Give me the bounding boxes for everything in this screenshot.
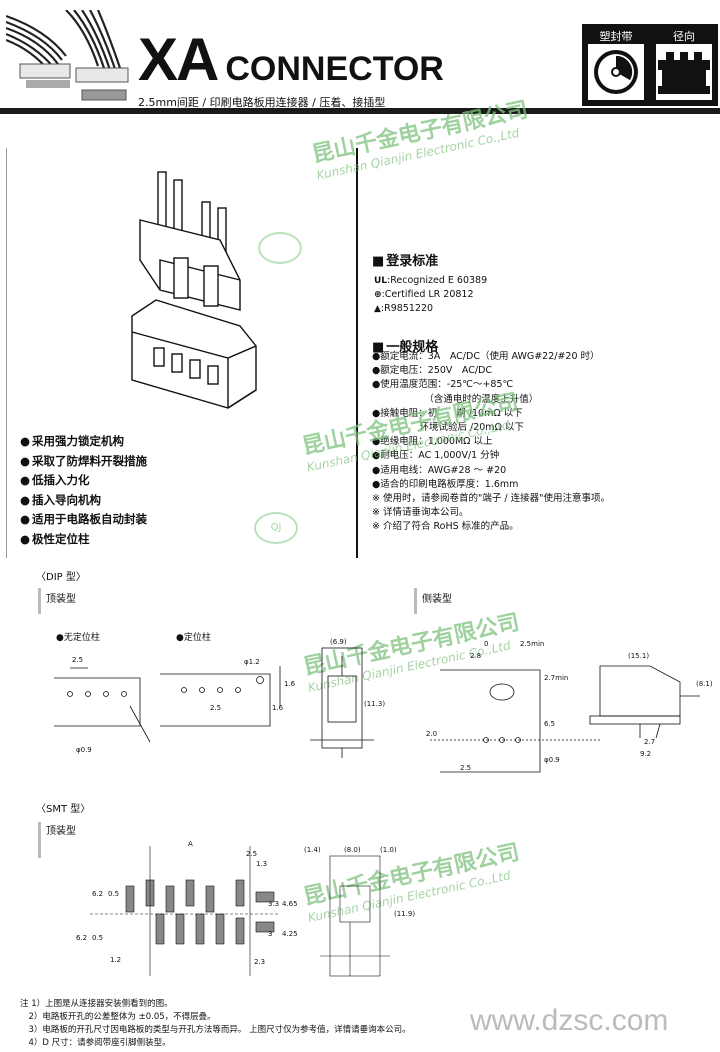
feature-item: 低插入力化	[20, 471, 147, 491]
dim-label: (15.1)	[628, 652, 649, 660]
dim-label: (8.1)	[696, 680, 713, 688]
dim-label: 2.0	[426, 730, 437, 738]
dim-label: 6.5	[544, 720, 555, 728]
dim-label: φ0.9	[544, 756, 560, 764]
spec-line: 环境试验后 /20mΩ 以下	[372, 422, 524, 434]
standard-item: ▲:R9851220	[374, 303, 434, 315]
dim-label: (8.0)	[344, 846, 361, 854]
feature-item: 采用强力锁定机构	[20, 432, 147, 452]
spec-line: ●适合的印刷电路板厚度：1.6mm	[372, 478, 519, 490]
dim-label: 4.25	[282, 930, 298, 938]
spec-line: ●接触电阻：初 期 /10mΩ 以下	[372, 407, 523, 419]
section-bar	[414, 588, 417, 614]
dip-side-label: 侧装型	[422, 594, 452, 605]
dim-label: 6.2	[76, 934, 87, 942]
feature-item: 适用于电路板自动封装	[20, 510, 147, 530]
note-line: 4）D 尺寸：请参阅带座引脚侧装型。	[20, 1038, 171, 1048]
standard-item: ⊕:Certified LR 20812	[374, 289, 474, 301]
spec-line: ●额定电流：3A AC/DC（使用 AWG#22/#20 时）	[372, 351, 600, 362]
standard-item: UL:Recognized E 60389	[374, 275, 488, 286]
dim-label: 2.5	[210, 704, 221, 712]
watermark-logo	[258, 232, 302, 264]
dim-label: 0.5	[92, 934, 103, 942]
dip-drawings: 2.5 φ0.9 φ1.2 1.6 2.5 1.6 (6.9) (11.3) 2…	[54, 638, 713, 773]
packaging-radial-box: 径向	[650, 24, 718, 106]
spec-line: （含通电时的温度上升值）	[372, 393, 539, 405]
connector-illustration	[110, 160, 270, 440]
dim-label: 2.5min	[520, 640, 544, 648]
standards-list: UL:Recognized E 60389 ⊕:Certified LR 208…	[374, 274, 487, 317]
spec-line: ●绝缘电阻：1,000MΩ 以上	[372, 436, 493, 448]
dim-label: 1.2	[110, 956, 121, 964]
feature-item: 插入导向机构	[20, 491, 147, 511]
spec-line: ●使用温度范围：-25℃～+85℃	[372, 379, 514, 391]
note-line: 3）电路板的开孔尺寸因电路板的类型与开孔方法等而异。 上图尺寸仅为参考值，详情请…	[20, 1025, 411, 1035]
dim-label: φ0.9	[76, 746, 92, 754]
dim-label: (1.0)	[380, 846, 397, 854]
page-subtitle: 2.5mm间距 / 印刷电路板用连接器 / 压着、接插型	[138, 96, 386, 109]
header-rule	[0, 108, 720, 114]
dim-label: 2.7	[644, 738, 655, 746]
smt-drawings: A 2.5 1.3 6.2 0.5 6.2 0.5 3.3 4.65 3 4.2…	[76, 840, 415, 977]
dip-top-label: 顶装型	[46, 594, 76, 605]
standards-title: 登录标准	[372, 250, 438, 269]
specs-list: ●额定电流：3A AC/DC（使用 AWG#22/#20 时） ●额定电压：25…	[372, 350, 610, 535]
packaging-tape-box: 塑封带	[582, 24, 650, 106]
dim-label: A	[188, 840, 193, 848]
reel-icon	[588, 44, 644, 100]
dim-label: (11.3)	[364, 700, 385, 708]
smt-top-label: 顶装型	[46, 826, 76, 837]
section-bar	[38, 822, 41, 858]
dim-label: 0.5	[108, 890, 119, 898]
dim-label: 2.5	[246, 850, 257, 858]
feature-item: 极性定位柱	[20, 530, 147, 550]
site-watermark: www.dzsc.com	[470, 1004, 669, 1037]
column-divider	[356, 148, 358, 558]
dim-label: φ1.2	[244, 658, 260, 666]
dip-label: 〈DIP 型〉	[36, 572, 86, 583]
spec-line: ●耐电压：AC 1,000V/1 分钟	[372, 450, 500, 462]
dim-label: 1.6	[272, 704, 284, 712]
dim-label: 4.65	[282, 900, 298, 908]
product-photo	[5, 9, 134, 106]
feature-item: 采取了防焊料开裂措施	[20, 452, 147, 472]
dim-label: 2.5	[72, 656, 83, 664]
section-bar	[38, 588, 41, 614]
dim-label: 2.7min	[544, 674, 568, 682]
dim-label: 3.3	[268, 900, 279, 908]
notes: 注 1）上图是从连接器安装侧看到的图。 2）电路板开孔的公差整体为 ±0.05，…	[20, 998, 411, 1050]
dip-with-post-label: ●定位柱	[176, 633, 211, 643]
csa-icon: ⊕	[374, 290, 382, 301]
note-line: 注 1）上图是从连接器安装侧看到的图。	[20, 999, 173, 1009]
dim-label: 2.8	[470, 652, 481, 660]
specs-title: 一般规格	[372, 336, 438, 355]
ul-icon: UL	[374, 276, 388, 286]
spec-line: ●适用电线：AWG#28 ～ #20	[372, 464, 507, 476]
radial-icon	[656, 44, 712, 100]
dim-label: (6.9)	[330, 638, 347, 646]
feature-list: 采用强力锁定机构 采取了防焊料开裂措施 低插入力化 插入导向机构 适用于电路板自…	[20, 432, 147, 549]
dim-label: 0	[484, 640, 488, 648]
spec-line: ●额定电压：250V AC/DC	[372, 365, 493, 377]
note-line: 2）电路板开孔的公差整体为 ±0.05，不得层叠。	[20, 1012, 216, 1022]
dim-label: 2.5	[460, 764, 471, 772]
dip-no-post-label: ●无定位柱	[56, 633, 100, 643]
tuv-icon: ▲	[374, 304, 381, 315]
dim-label: 1.6	[284, 680, 296, 688]
smt-label: 〈SMT 型〉	[36, 804, 91, 815]
left-border	[6, 148, 7, 558]
watermark-logo: QJ	[254, 512, 298, 544]
dim-label: (11.9)	[394, 910, 415, 918]
spec-line: ※ 介绍了符合 RoHS 标准的产品。	[372, 521, 519, 533]
spec-line: ※ 详情请垂询本公司。	[372, 507, 469, 519]
dim-label: (1.4)	[304, 846, 321, 854]
dim-label: 1.3	[256, 860, 267, 868]
dim-label: 3	[268, 930, 272, 938]
dim-label: 9.2	[640, 750, 651, 758]
dim-label: 2.3	[254, 958, 265, 966]
spec-line: ※ 使用时，请参阅卷首的"端子 / 连接器"使用注意事项。	[372, 493, 610, 505]
dim-label: 6.2	[92, 890, 103, 898]
